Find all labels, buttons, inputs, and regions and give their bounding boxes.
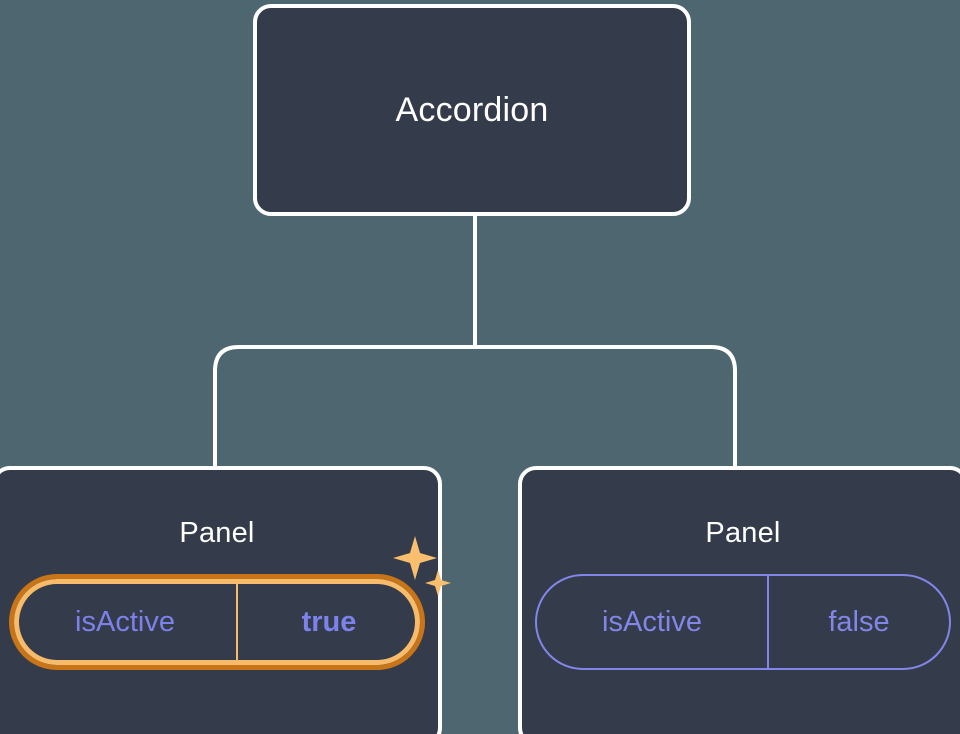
prop-key: isActive (75, 605, 175, 638)
node-panel-active[interactable]: Panel isActive true (0, 466, 451, 734)
sparkle-small-icon (425, 570, 451, 596)
node-accordion-label: Accordion (395, 90, 549, 129)
prop-value: false (767, 576, 949, 668)
prop-pill-active-wrap: isActive true (9, 536, 451, 670)
prop-value: true (236, 579, 420, 665)
connector-branch-left (213, 345, 475, 470)
node-panel-inactive[interactable]: Panel isActive false (518, 466, 960, 734)
prop-key: isActive (602, 605, 702, 638)
prop-pill-active[interactable]: isActive true (9, 574, 425, 670)
prop-pill-inactive-wrap: isActive false (535, 574, 951, 670)
sparkle-icon (393, 536, 437, 580)
node-accordion[interactable]: Accordion (253, 4, 691, 216)
prop-pill-inactive[interactable]: isActive false (535, 574, 951, 670)
node-panel-active-label: Panel (179, 517, 255, 549)
connector-branch-right (475, 345, 737, 470)
node-panel-inactive-label: Panel (705, 517, 781, 549)
